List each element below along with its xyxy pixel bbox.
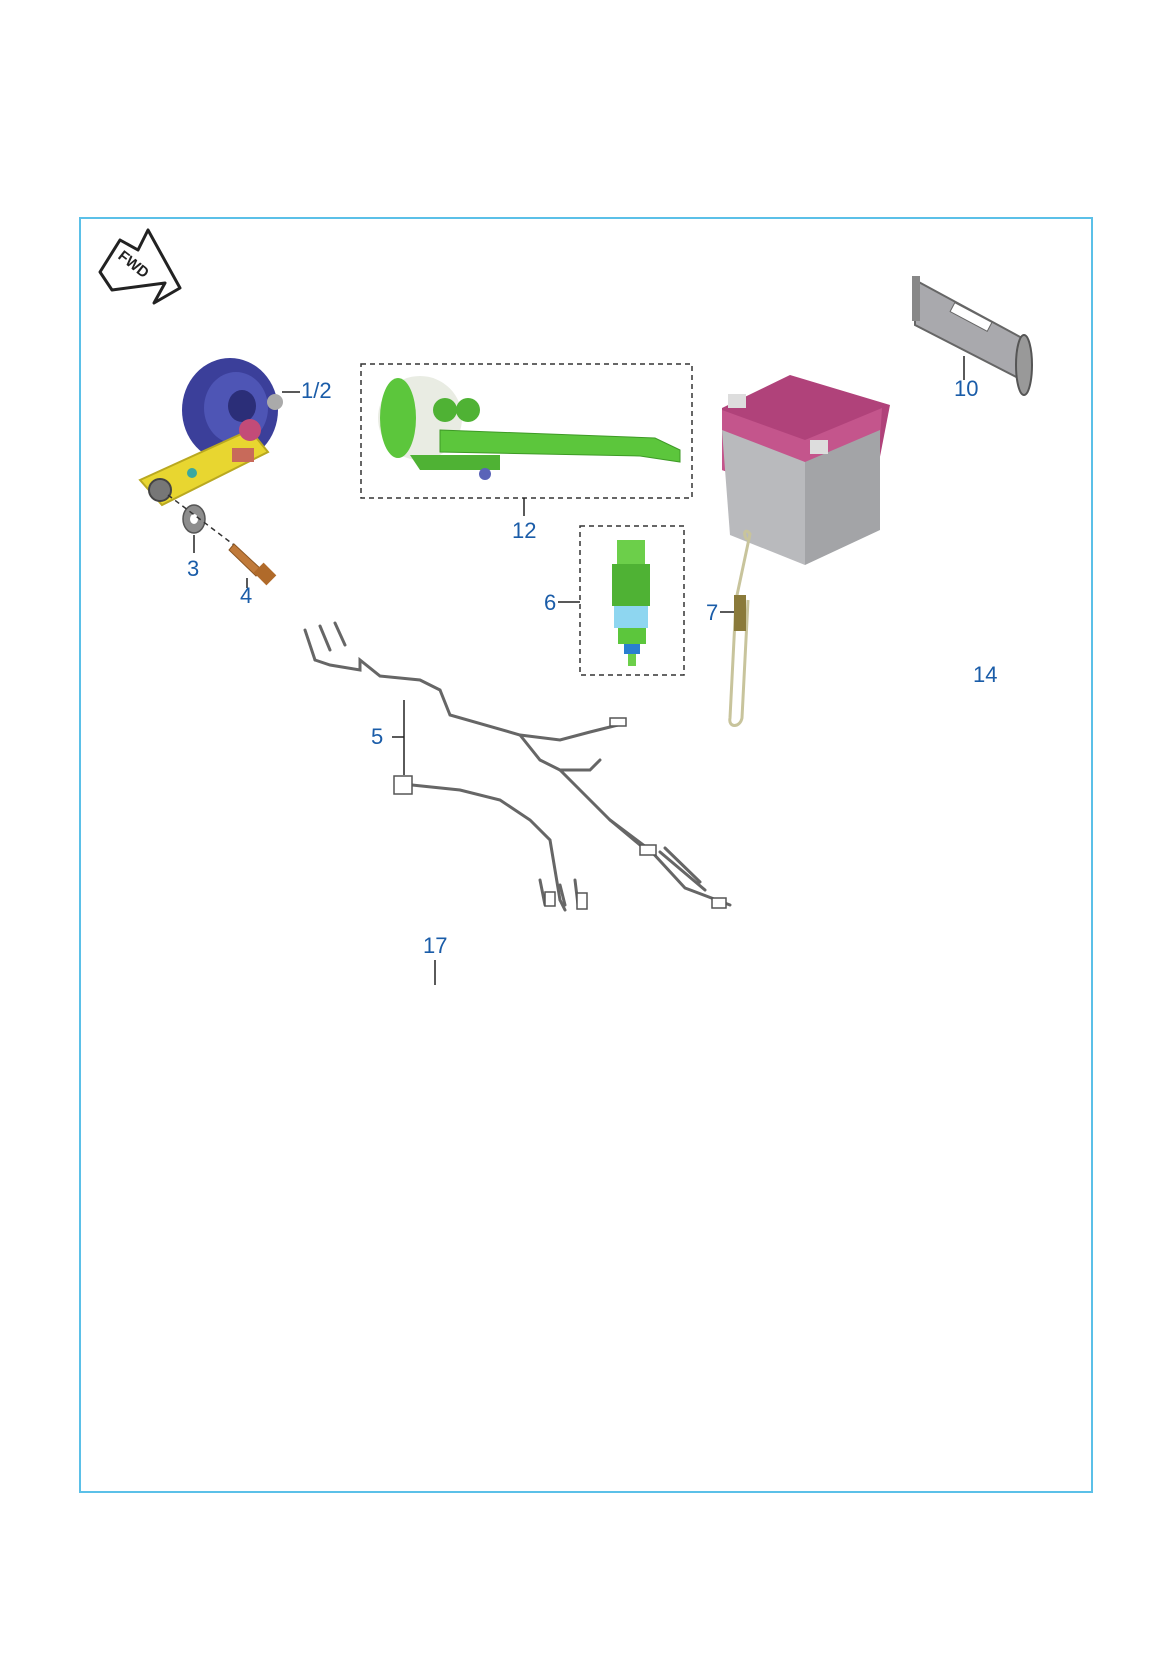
spring-icon (728, 529, 752, 727)
callout-6: 6 (544, 590, 557, 615)
diagram-frame (79, 217, 1093, 1493)
harness-connectors (393, 717, 727, 910)
horn-icon (138, 358, 283, 507)
switch-assembly-box (360, 363, 693, 499)
wiring-harness-icon (303, 621, 732, 912)
washer-icon (182, 504, 206, 534)
callout-4: 4 (240, 583, 253, 608)
callout-12: 12 (512, 518, 537, 543)
callout-7: 7 (706, 600, 719, 625)
relay-icon (612, 540, 650, 666)
callout-10: 10 (954, 376, 979, 401)
switch-assembly-icon (378, 376, 681, 480)
bolt-icon (228, 543, 277, 586)
callout-14: 14 (973, 662, 998, 687)
fwd-arrow-icon (98, 228, 182, 305)
callout-1-2: 1/2 (301, 378, 332, 403)
callout-3: 3 (187, 556, 200, 581)
battery-strap-icon (912, 276, 1033, 396)
battery-icon (722, 375, 890, 565)
callout-5: 5 (371, 724, 384, 749)
callout-17: 17 (423, 933, 448, 958)
